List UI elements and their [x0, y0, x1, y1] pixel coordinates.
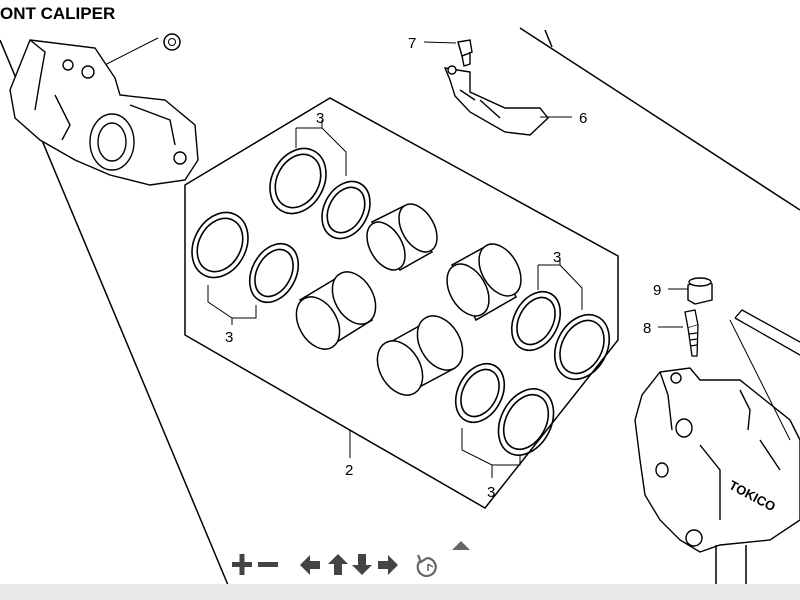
seal-ring-2[interactable]: [312, 173, 379, 247]
seal-ring-8[interactable]: [487, 379, 564, 464]
seal-ring-1[interactable]: [259, 139, 337, 223]
piston-4[interactable]: [368, 308, 472, 403]
seal-ring-6[interactable]: [544, 305, 620, 389]
callout-7: 7: [408, 35, 416, 52]
reset-view-icon[interactable]: [416, 554, 437, 578]
callout-2: 2: [345, 462, 353, 479]
pad-spring-part[interactable]: [443, 65, 549, 136]
seal-ring-7[interactable]: [446, 355, 514, 430]
nut-part[interactable]: [163, 33, 181, 51]
diagram-toolbar: [228, 538, 488, 578]
seal-ring-3[interactable]: [181, 203, 259, 287]
toolbar-icons: [232, 541, 470, 578]
caliper-right[interactable]: [634, 367, 800, 553]
seal-ring-4[interactable]: [240, 235, 308, 310]
callout-3-top: 3: [316, 110, 324, 127]
piston-3[interactable]: [438, 237, 529, 323]
diagram-title: ONT CALIPER: [0, 4, 116, 23]
pan-right-icon[interactable]: [378, 555, 398, 575]
pan-down-icon[interactable]: [352, 554, 372, 575]
seal-ring-5[interactable]: [502, 283, 570, 358]
bottom-bar: [0, 584, 800, 600]
leader-right-pin: [729, 319, 791, 441]
zoom-out-icon[interactable]: [258, 562, 278, 567]
pad-pin-part[interactable]: [734, 309, 800, 356]
callout-6: 6: [579, 110, 587, 127]
collapse-icon[interactable]: [452, 541, 470, 550]
caliper-left[interactable]: [9, 39, 199, 186]
screw-part[interactable]: [457, 39, 473, 67]
piston-1[interactable]: [359, 197, 445, 276]
callout-3-bottom: 3: [487, 484, 495, 501]
callout-8: 8: [643, 320, 651, 337]
callout-3-brackets: [207, 120, 583, 478]
seal-kit-box: [184, 97, 619, 509]
frame-line-top-small: [544, 29, 553, 48]
pan-left-icon[interactable]: [300, 555, 320, 575]
frame-line-top-right: [519, 27, 800, 211]
pan-up-icon[interactable]: [328, 554, 348, 575]
callout-9: 9: [653, 282, 661, 299]
callout-3-left: 3: [225, 329, 233, 346]
leader-7: [423, 41, 457, 44]
bleeder-screw-part[interactable]: [684, 309, 699, 357]
zoom-in-icon[interactable]: [232, 554, 252, 575]
callout-3-right: 3: [553, 249, 561, 266]
piston-2[interactable]: [288, 264, 385, 356]
bleeder-cap-part[interactable]: [687, 277, 713, 305]
